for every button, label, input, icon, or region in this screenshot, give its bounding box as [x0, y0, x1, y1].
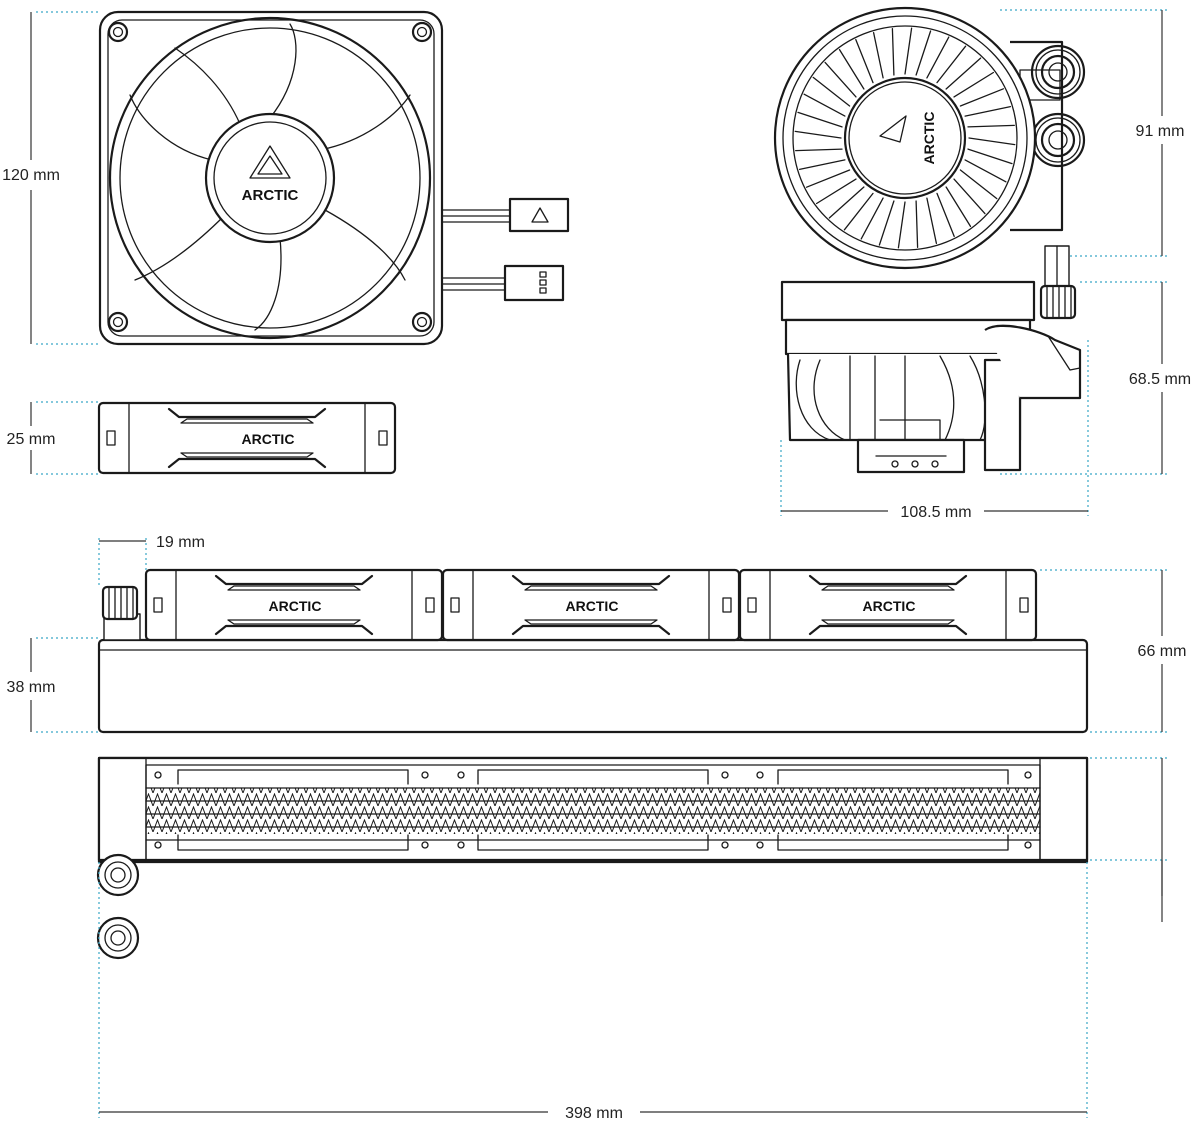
pump-fin — [795, 148, 843, 152]
radiator-length-label: 398 mm — [565, 1105, 623, 1122]
pump-top-logo: ARCTIC — [921, 112, 937, 165]
pump-fin — [897, 201, 906, 249]
pump-side-view — [780, 245, 1082, 474]
pump-fin — [926, 36, 950, 79]
pump-fin — [904, 27, 913, 75]
fan-thickness-label: 25 mm — [7, 431, 56, 448]
pump-fin — [828, 186, 865, 219]
radiator-thickness-label: 38 mm — [7, 679, 56, 696]
pump-fin — [878, 200, 895, 246]
fan-front-logo: ARCTIC — [242, 187, 299, 204]
pump-fins — [794, 27, 1016, 249]
radiator-fan1-logo: ARCTIC — [269, 598, 322, 614]
radiator-ports — [96, 853, 140, 960]
pump-fin — [915, 200, 919, 248]
pwm-connector — [503, 264, 565, 302]
pump-fin — [959, 88, 1005, 107]
fitting-offset-label: 19 mm — [156, 534, 205, 551]
pump-depth-label: 68.5 mm — [1129, 371, 1191, 388]
pump-fin — [967, 148, 1013, 165]
fan-side-view: ARCTIC — [97, 401, 397, 475]
pump-fin — [964, 105, 1012, 117]
pump-fin — [855, 38, 874, 84]
pump-fin — [805, 169, 851, 188]
pump-fin — [964, 159, 1007, 183]
pump-fin — [794, 130, 842, 139]
radiator-side-view: ARCTIC ARCTIC ARCTIC — [97, 568, 1089, 734]
pump-fin — [797, 111, 843, 128]
radiator-body-side — [97, 638, 1089, 734]
pump-fin — [891, 28, 895, 76]
fan-blades — [129, 23, 411, 331]
pump-fin — [953, 178, 986, 215]
radiator-fan2-logo: ARCTIC — [566, 598, 619, 614]
total-thickness-label: 66 mm — [1138, 643, 1187, 660]
pump-fin — [926, 197, 938, 245]
pump-fin — [872, 31, 884, 79]
pump-fin — [953, 71, 995, 98]
pump-fin — [959, 169, 998, 200]
pump-height-label: 91 mm — [1136, 123, 1185, 140]
fan-height-label: 120 mm — [2, 167, 60, 184]
pump-fin — [945, 186, 972, 228]
pump-fin — [824, 61, 857, 98]
pump-fin — [968, 137, 1016, 146]
radiator-fan3-logo: ARCTIC — [863, 598, 916, 614]
pump-fin — [812, 76, 851, 107]
fan-side-logo: ARCTIC — [242, 431, 295, 447]
pump-fin — [936, 192, 955, 238]
pump-fin — [803, 93, 846, 117]
radiator-front-view — [96, 756, 1089, 960]
pump-fin — [936, 45, 967, 84]
pump-fin — [798, 159, 846, 171]
pump-width-label: 108.5 mm — [900, 504, 971, 521]
pump-fin — [838, 48, 865, 90]
pump-fin — [860, 197, 884, 240]
fan-front-view: ARCTIC — [98, 10, 570, 346]
pump-top-view: ARCTIC — [773, 6, 1086, 270]
pump-fin — [843, 192, 874, 231]
argb-connector — [508, 197, 570, 233]
pump-fin — [945, 57, 982, 90]
pump-fin — [915, 30, 932, 76]
pump-fin — [967, 124, 1015, 128]
pump-fin — [815, 178, 857, 205]
